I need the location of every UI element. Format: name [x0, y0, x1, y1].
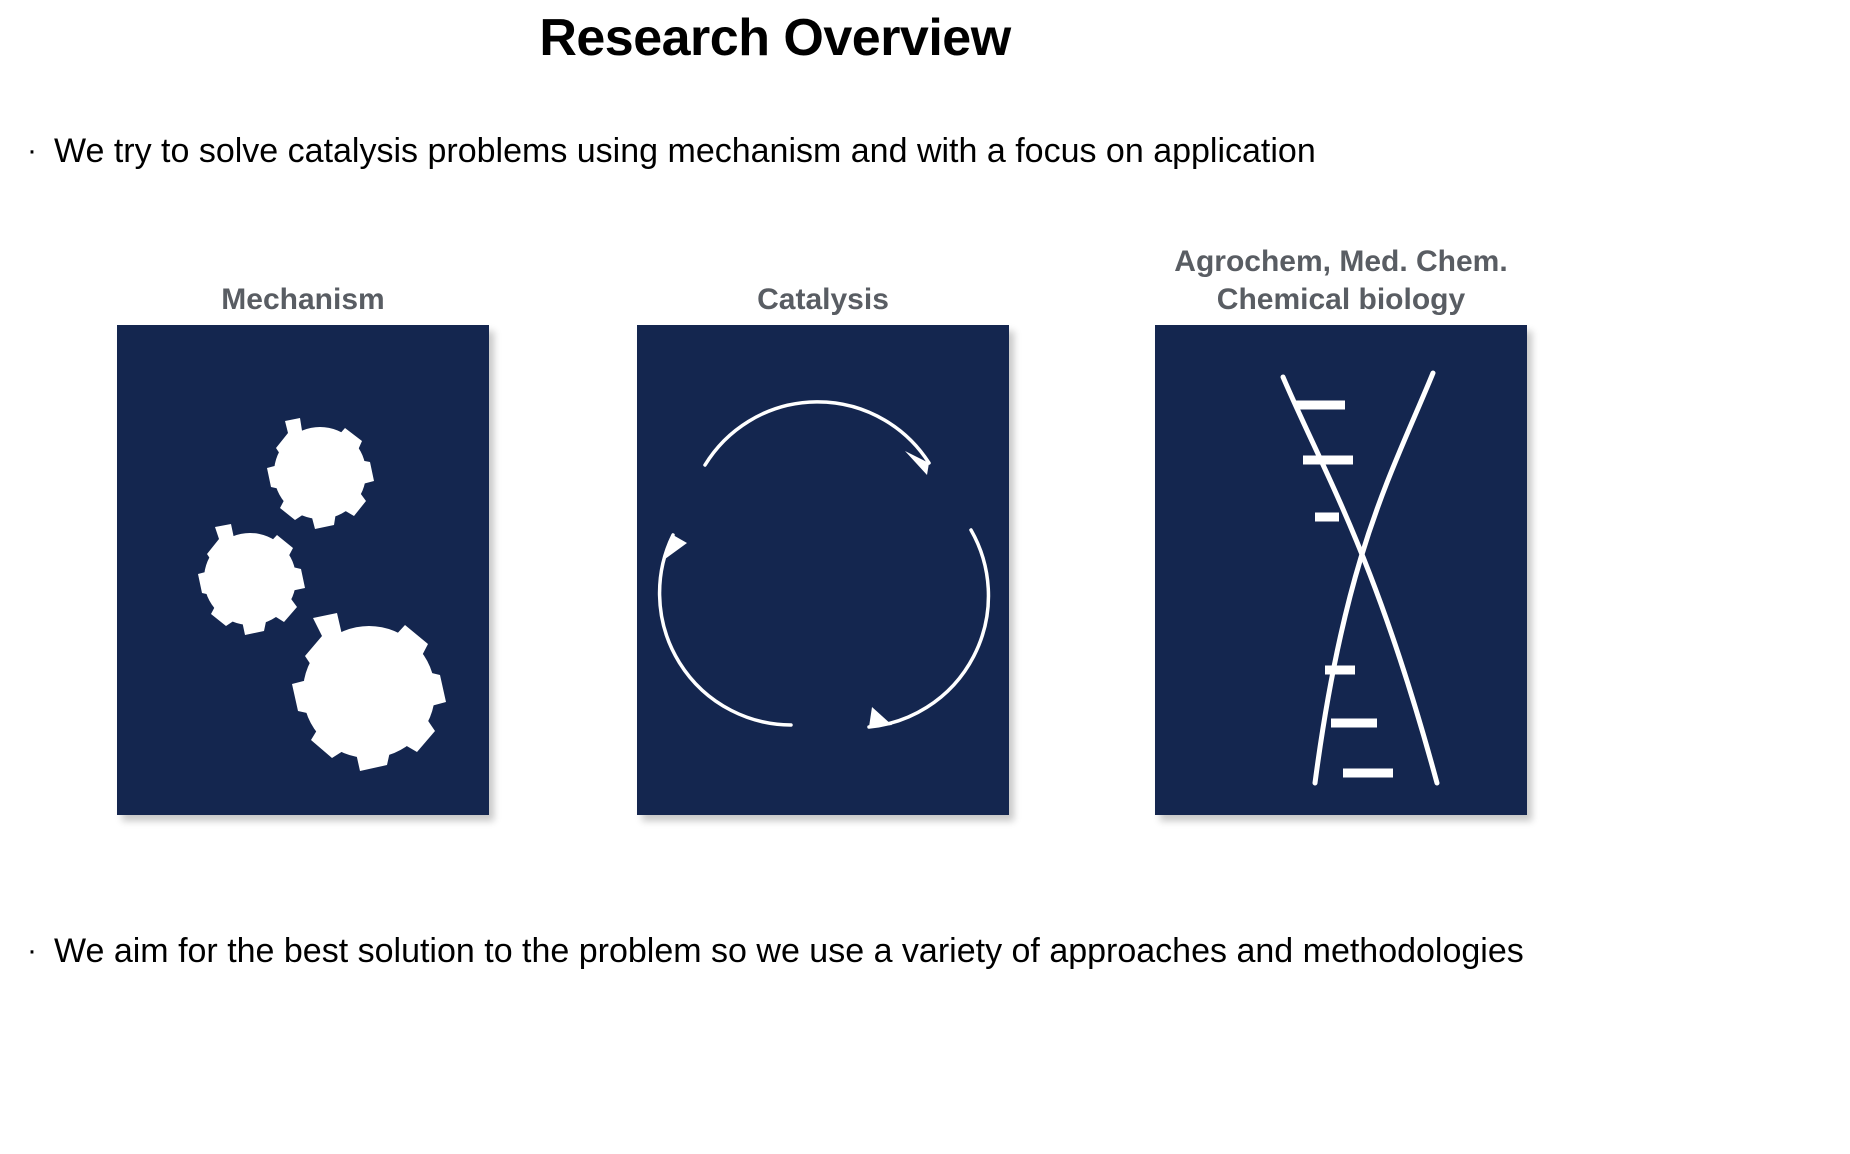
panel-heading-catalysis: Catalysis: [637, 225, 1009, 325]
page-title: Research Overview: [539, 9, 1011, 67]
bullet-text-top: We try to solve catalysis problems using…: [54, 132, 1316, 170]
panel-heading-line2: Chemical biology: [1216, 283, 1466, 316]
panel-group: Mechanism: [0, 225, 1850, 845]
panel-heading-line1: Mechanism: [221, 283, 385, 316]
panel-applications: Agrochem, Med. Chem. Chemical biology: [1155, 225, 1527, 815]
panel-heading-line1: Catalysis: [757, 283, 889, 316]
panel-heading-mechanism: Mechanism: [117, 225, 489, 325]
catalytic-cycle-arrows-icon: [657, 400, 991, 729]
panel-heading-line1: Agrochem, Med. Chem.: [1174, 245, 1508, 278]
panel-catalysis: Catalysis: [637, 225, 1009, 815]
panel-heading-applications: Agrochem, Med. Chem. Chemical biology: [1155, 225, 1527, 325]
panel-art-mechanism: [117, 325, 489, 815]
bullet-item-bottom: · We aim for the best solution to the pr…: [10, 930, 1710, 972]
panel-art-catalysis: [637, 325, 1009, 815]
bullet-marker-icon: ·: [27, 934, 37, 967]
bullet-marker-icon: ·: [27, 134, 37, 167]
bullet-item-top: · We try to solve catalysis problems usi…: [10, 130, 1610, 172]
panel-art-applications: [1155, 325, 1527, 815]
panel-mechanism: Mechanism: [117, 225, 489, 815]
dna-helix-icon: [1280, 370, 1440, 786]
gears-icon: [198, 418, 446, 771]
bullet-text-bottom: We aim for the best solution to the prob…: [54, 932, 1524, 970]
